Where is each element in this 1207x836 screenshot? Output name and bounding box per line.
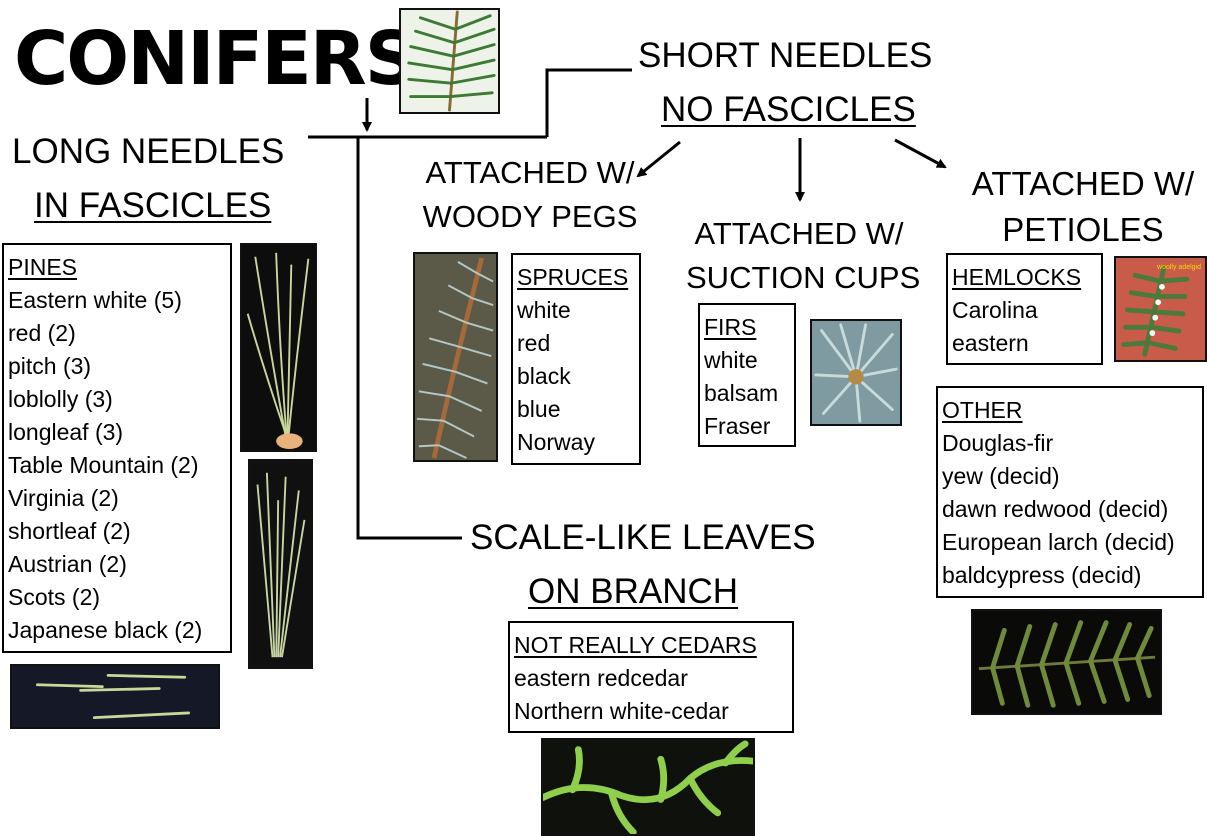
list-item: longleaf (3) <box>8 416 230 449</box>
list-item: yew (decid) <box>942 460 1202 493</box>
spruces-heading: SPRUCES <box>517 261 639 294</box>
list-item: balsam <box>704 377 794 410</box>
spruces-box: SPRUCES white red black blue Norway <box>511 253 641 465</box>
petioles-line1: ATTACHED W/ <box>967 167 1199 200</box>
hemlock-photo: woolly adelgid <box>1114 256 1207 362</box>
suction-cups-line1: ATTACHED W/ <box>686 218 912 249</box>
short-needles-line <box>547 70 632 137</box>
list-item: pitch (3) <box>8 350 230 383</box>
other-box: OTHER Douglas-fir yew (decid) dawn redwo… <box>936 386 1204 598</box>
short-needles-label: SHORT NEEDLES NO FASCICLES <box>638 38 932 127</box>
long-needles-line2: IN FASCICLES <box>34 188 284 223</box>
list-item: Table Mountain (2) <box>8 449 230 482</box>
list-item: Eastern white (5) <box>8 284 230 317</box>
list-item: Northern white-cedar <box>514 695 792 728</box>
scale-like-label: SCALE-LIKE LEAVES ON BRANCH <box>470 520 816 609</box>
list-item: shortleaf (2) <box>8 515 230 548</box>
list-item: eastern redcedar <box>514 662 792 695</box>
firs-heading: FIRS <box>704 311 794 344</box>
pines-heading: PINES <box>8 251 230 284</box>
cedars-box: NOT REALLY CEDARS eastern redcedar North… <box>508 621 794 733</box>
list-item: dawn redwood (decid) <box>942 493 1202 526</box>
scale-like-line2: ON BRANCH <box>528 574 816 609</box>
list-item: loblolly (3) <box>8 383 230 416</box>
woody-pegs-line2: WOODY PEGS <box>420 201 640 232</box>
list-item: white <box>704 344 794 377</box>
yew-branch-photo <box>971 609 1162 715</box>
petioles-label: ATTACHED W/ PETIOLES <box>967 167 1199 246</box>
conifer-sprig-photo <box>399 8 500 114</box>
short-needles-line1: SHORT NEEDLES <box>638 38 932 73</box>
other-heading: OTHER <box>942 394 1202 427</box>
hemlocks-box: HEMLOCKS Carolina eastern <box>946 253 1103 365</box>
list-item: Fraser <box>704 410 794 443</box>
list-item: black <box>517 360 639 393</box>
pine-needles-photo <box>240 243 317 452</box>
long-needles-line1: LONG NEEDLES <box>12 134 284 169</box>
list-item: Scots (2) <box>8 581 230 614</box>
list-item: Norway <box>517 426 639 459</box>
spruce-branch-photo <box>413 252 498 462</box>
scale-like-line1: SCALE-LIKE LEAVES <box>470 520 816 555</box>
fir-twig-photo <box>810 319 902 426</box>
woody-pegs-line1: ATTACHED W/ <box>420 157 640 188</box>
list-item: eastern <box>952 327 1101 360</box>
list-item: blue <box>517 393 639 426</box>
list-item: Virginia (2) <box>8 482 230 515</box>
firs-box: FIRS white balsam Fraser <box>698 303 796 447</box>
long-needles-label: LONG NEEDLES IN FASCICLES <box>12 134 284 223</box>
suction-cups-line2: SUCTION CUPS <box>686 262 912 293</box>
photo-caption: woolly adelgid <box>1157 264 1201 271</box>
list-item: white <box>517 294 639 327</box>
hemlocks-heading: HEMLOCKS <box>952 261 1101 294</box>
list-item: European larch (decid) <box>942 526 1202 559</box>
cedar-photo <box>541 738 755 836</box>
arrow-woody-pegs <box>638 142 680 176</box>
list-item: Austrian (2) <box>8 548 230 581</box>
short-needles-line2: NO FASCICLES <box>661 92 932 127</box>
page-title: CONIFERS <box>14 22 416 96</box>
suction-cups-label: ATTACHED W/ SUCTION CUPS <box>686 218 912 293</box>
list-item: baldcypress (decid) <box>942 559 1202 592</box>
petioles-line2: PETIOLES <box>967 213 1199 246</box>
list-item: red (2) <box>8 317 230 350</box>
list-item: Japanese black (2) <box>8 614 230 647</box>
list-item: red <box>517 327 639 360</box>
arrow-petioles <box>895 140 945 167</box>
woody-pegs-label: ATTACHED W/ WOODY PEGS <box>420 157 640 232</box>
short-needles-photo <box>10 664 220 729</box>
cedars-heading: NOT REALLY CEDARS <box>514 629 792 662</box>
list-item: Douglas-fir <box>942 427 1202 460</box>
pines-box: PINES Eastern white (5) red (2) pitch (3… <box>2 243 232 653</box>
list-item: Carolina <box>952 294 1101 327</box>
needle-bundle-photo <box>248 459 313 669</box>
